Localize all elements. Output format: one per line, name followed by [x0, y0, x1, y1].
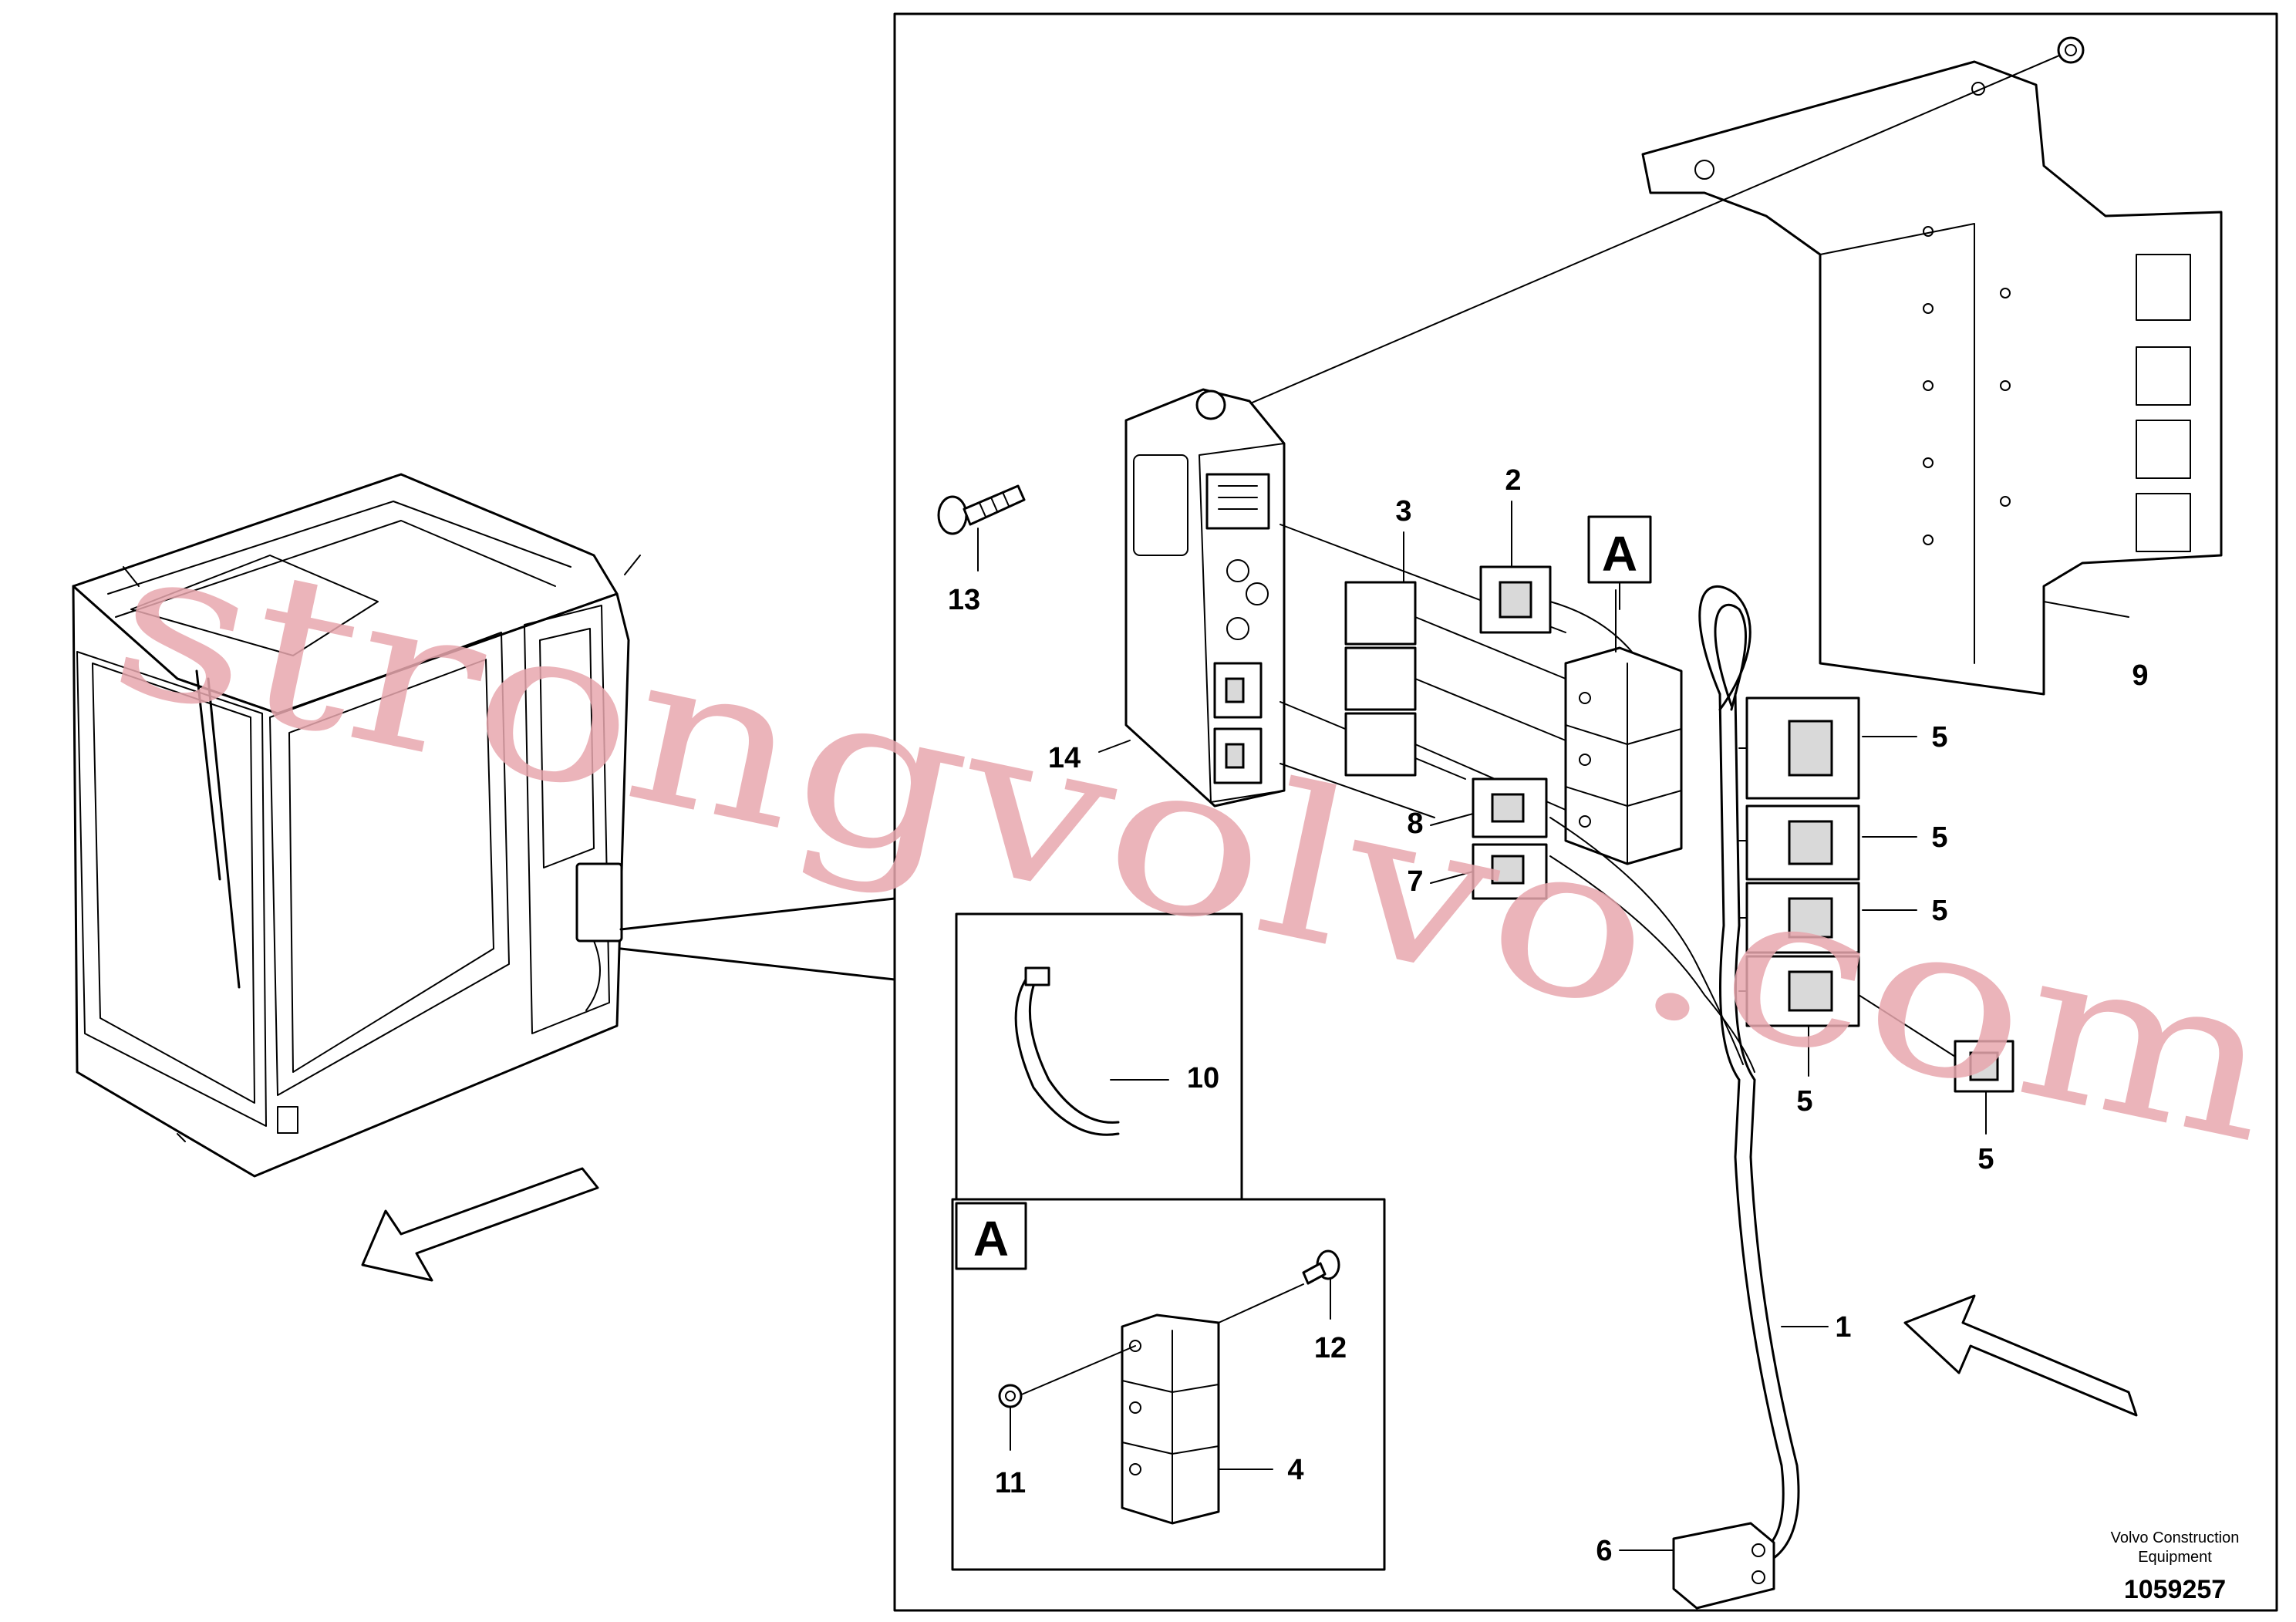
- callout-1: 1: [1835, 1311, 1851, 1344]
- callout-11: 11: [995, 1467, 1026, 1499]
- callout-8: 8: [1407, 808, 1423, 840]
- detail-a-label: A: [1602, 526, 1637, 582]
- callouts: 13 14 3 2 5 5 5 5 5 9 8 7 1 6 10 12 11 4: [948, 464, 2149, 1567]
- screw-12: [1302, 1249, 1340, 1285]
- relay-stack-4: [1121, 1313, 1220, 1525]
- callout-12: 12: [1314, 1332, 1347, 1364]
- control-unit: [1124, 388, 1286, 808]
- callout-5-a: 5: [1931, 721, 1947, 754]
- direction-arrow-right: [1903, 1294, 2138, 1417]
- connector-2: [1479, 565, 1636, 656]
- company-line-1: Volvo Construction: [2111, 1529, 2240, 1546]
- callout-10: 10: [1187, 1062, 1219, 1094]
- zoom-line-top: [619, 897, 896, 931]
- callout-5-c: 5: [1931, 895, 1947, 927]
- direction-arrow-left: [361, 1167, 599, 1282]
- callout-14: 14: [1048, 742, 1081, 774]
- inset-a-frame: [951, 1198, 1386, 1571]
- callout-2: 2: [1505, 464, 1521, 497]
- callout-7: 7: [1407, 865, 1423, 898]
- callout-4: 4: [1287, 1454, 1303, 1486]
- nut-icon: [2057, 36, 2085, 64]
- company-line-2: Equipment: [2138, 1549, 2212, 1566]
- callout-13: 13: [948, 584, 980, 616]
- inset-a-tag: [955, 1202, 1027, 1270]
- bolt-axis-line: [1210, 55, 2060, 421]
- drawing-number: 1059257: [2124, 1575, 2226, 1604]
- connector-5-plug: [1858, 994, 2014, 1093]
- mounting-bracket: [1641, 60, 2223, 696]
- connector-5-group: [1738, 696, 1860, 1027]
- harness-1: [1718, 693, 1785, 1552]
- callout-9: 9: [2132, 659, 2148, 692]
- connector-8: [1472, 777, 1548, 838]
- bolt-13: [937, 484, 1026, 535]
- washer-11: [998, 1384, 1023, 1408]
- cab-overview: [72, 473, 641, 1282]
- callout-5-b: 5: [1931, 821, 1947, 854]
- connector-7: [1472, 843, 1548, 900]
- zoom-line-bottom: [619, 947, 896, 981]
- relay-stack-3: [1344, 581, 1566, 811]
- callout-6: 6: [1596, 1535, 1612, 1567]
- callout-5-d: 5: [1796, 1085, 1812, 1118]
- detail-frame: [893, 12, 2278, 1612]
- callout-3: 3: [1395, 495, 1411, 528]
- inset-a-label: A: [973, 1211, 1009, 1266]
- connector-6: [1672, 1522, 1775, 1610]
- cable-tie-icon: [1014, 966, 1120, 1136]
- leader-lines: [977, 501, 2129, 1551]
- callout-5-e: 5: [1977, 1143, 1994, 1175]
- relay-base-a: [1564, 646, 1683, 865]
